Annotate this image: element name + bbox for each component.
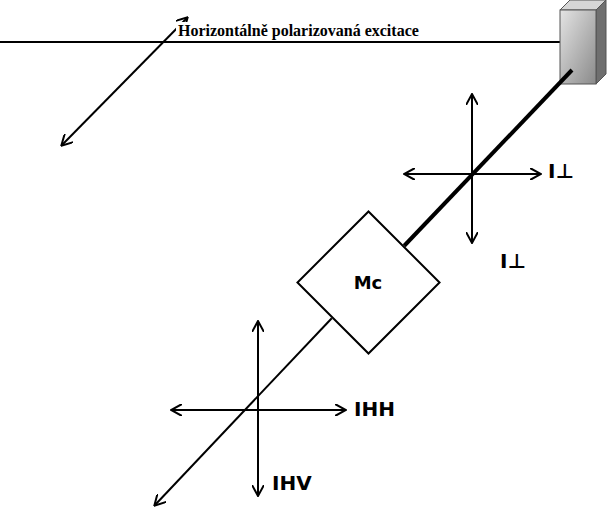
node-text: Mc bbox=[296, 272, 441, 293]
monochromator-diamond: Mc bbox=[296, 210, 441, 355]
intensity-label: IHV bbox=[270, 472, 314, 494]
intensity-label: IHH bbox=[352, 398, 397, 420]
excitation-label: Horizontálně polarizovaná excitace bbox=[176, 22, 421, 40]
intensity-label: I⊥ bbox=[498, 250, 528, 272]
polarization-arrow bbox=[257, 322, 259, 495]
emission-beam bbox=[155, 318, 332, 505]
sample-cuvette bbox=[560, 0, 606, 84]
polarization-arrow bbox=[62, 18, 187, 145]
intensity-label: I⊥ bbox=[546, 160, 576, 182]
emission-beam bbox=[404, 70, 572, 246]
excitation-beam bbox=[0, 41, 568, 43]
polarization-arrow bbox=[471, 95, 473, 242]
